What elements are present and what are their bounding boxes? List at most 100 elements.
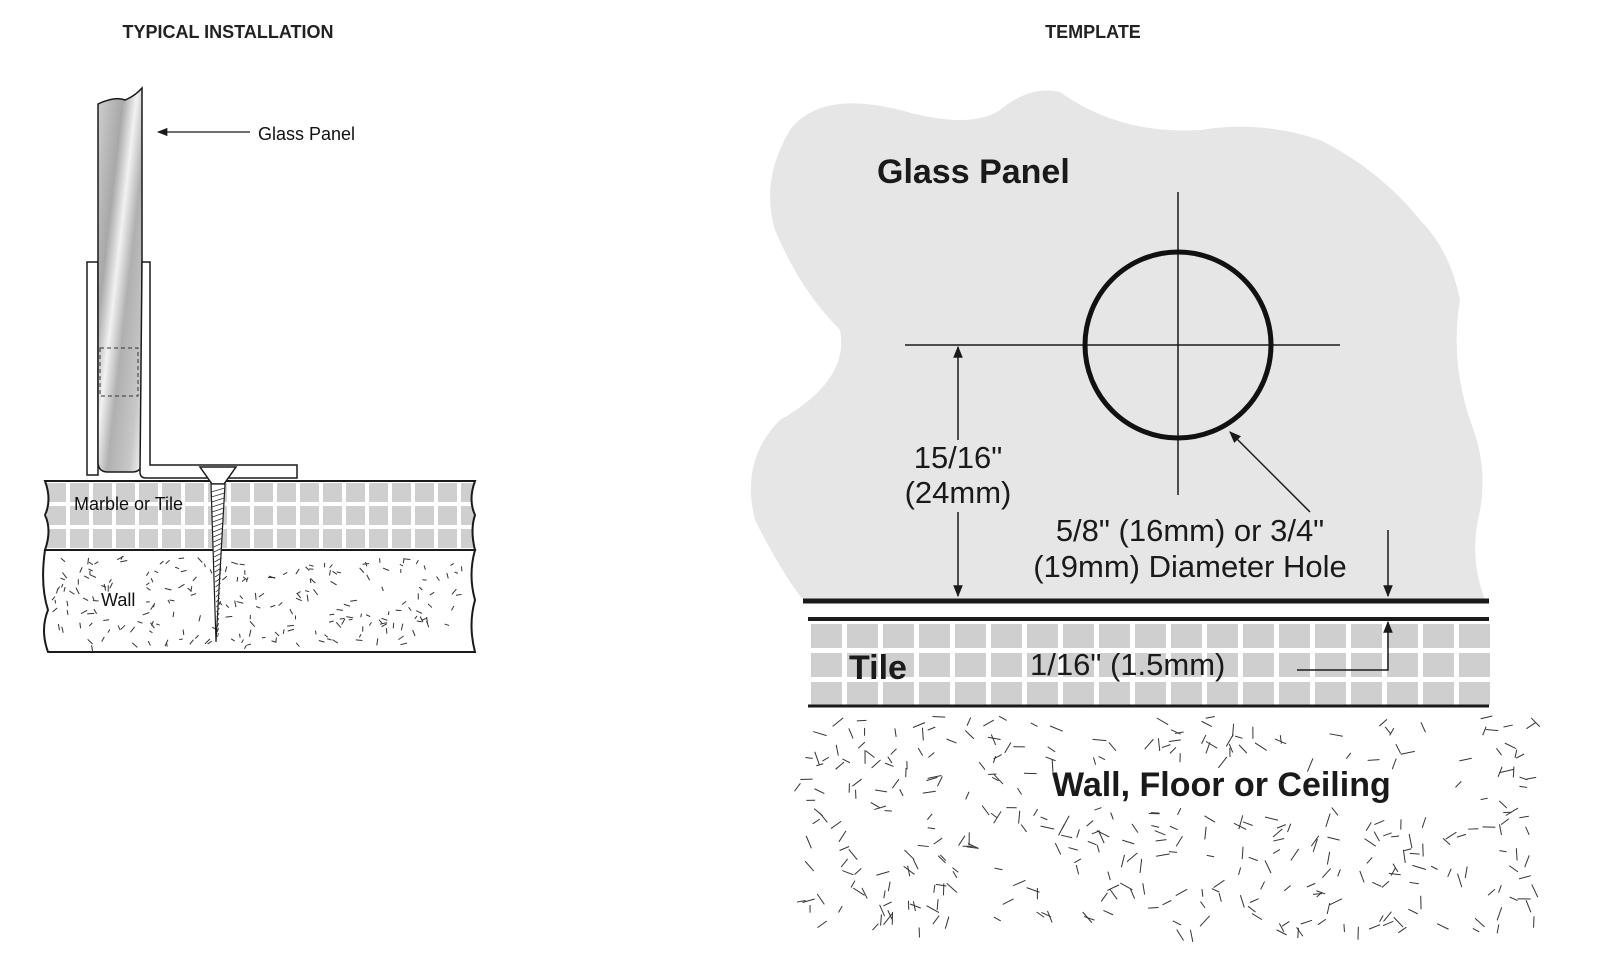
speckle-mark (204, 638, 211, 645)
speckle-mark (993, 916, 1001, 922)
speckle-mark (1412, 864, 1427, 871)
thread-mark (215, 592, 221, 598)
speckle-mark (1472, 927, 1480, 933)
screw-threads (211, 487, 225, 638)
speckle-mark (415, 610, 423, 614)
speckle-mark (966, 717, 972, 726)
speckle-mark (1378, 719, 1388, 727)
speckle-mark (241, 639, 244, 644)
speckle-mark (1012, 879, 1026, 887)
speckle-mark (1496, 924, 1500, 934)
speckle-mark (207, 640, 213, 645)
speckle-mark (66, 600, 69, 607)
speckle-mark (244, 644, 247, 650)
speckle-mark (1108, 742, 1117, 752)
speckle-mark (1168, 851, 1177, 853)
speckle-mark (991, 776, 999, 782)
speckle-mark (271, 640, 277, 643)
speckle-mark (917, 747, 924, 756)
speckle-mark (1276, 929, 1287, 936)
speckle-mark (1464, 866, 1468, 879)
speckle-mark (946, 882, 958, 893)
thread-mark (217, 627, 219, 633)
offset-dimension-inches: 15/16" (914, 440, 1003, 475)
speckle-mark (239, 595, 244, 600)
speckle-mark (1487, 889, 1496, 896)
speckle-mark (1512, 766, 1515, 778)
speckle-mark (1205, 716, 1215, 719)
speckle-mark (1157, 738, 1161, 752)
speckle-mark (399, 563, 404, 567)
speckle-mark (932, 915, 940, 925)
speckle-mark (852, 778, 862, 787)
speckle-mark (1047, 910, 1053, 923)
speckle-mark (796, 899, 806, 903)
speckle-mark (874, 805, 887, 811)
speckle-mark (1345, 752, 1352, 759)
speckle-mark (203, 563, 206, 568)
speckle-mark (1480, 797, 1488, 801)
speckle-mark (1526, 722, 1536, 730)
tile-title: Tile (849, 649, 907, 687)
speckle-mark (1189, 929, 1194, 942)
speckle-mark (83, 575, 90, 579)
speckle-mark (1442, 837, 1451, 846)
speckle-mark (103, 619, 110, 621)
speckle-mark (1457, 873, 1463, 888)
speckle-mark (238, 633, 241, 638)
speckle-mark (1225, 734, 1234, 747)
speckle-mark (865, 750, 875, 758)
thread-mark (212, 522, 224, 528)
speckle-mark (120, 560, 128, 563)
speckle-mark (805, 756, 813, 759)
speckle-mark (1296, 927, 1304, 937)
speckle-mark (1168, 739, 1181, 742)
speckle-mark (131, 642, 138, 648)
thread-mark (215, 582, 221, 588)
speckle-mark (842, 758, 851, 764)
speckle-mark (1120, 854, 1125, 868)
speckle-mark (1445, 831, 1457, 840)
speckle-mark (1316, 891, 1323, 898)
speckle-mark (336, 609, 343, 611)
speckle-mark (1131, 823, 1139, 833)
speckle-mark (75, 587, 80, 595)
speckle-mark (69, 590, 75, 595)
tile-section-right (808, 621, 1490, 705)
speckle-mark (1383, 911, 1392, 922)
speckle-mark (1430, 865, 1438, 870)
speckle-mark (1083, 916, 1095, 921)
speckle-mark (927, 827, 936, 830)
speckle-mark (236, 601, 244, 604)
speckle-mark (429, 591, 435, 596)
speckle-mark (812, 818, 821, 825)
speckle-mark (1047, 746, 1056, 753)
speckle-mark (1040, 825, 1055, 830)
speckle-mark (1110, 812, 1114, 820)
speckle-mark (234, 600, 237, 608)
speckle-mark (1496, 907, 1503, 921)
speckle-mark (93, 608, 98, 614)
speckle-mark (1086, 820, 1094, 827)
speckle-mark (1004, 742, 1012, 754)
speckle-mark (967, 843, 979, 849)
thread-mark (212, 512, 224, 518)
speckle-mark (146, 571, 150, 577)
speckle-mark (381, 623, 388, 628)
speckle-mark (1379, 915, 1384, 922)
speckle-mark (90, 574, 97, 578)
speckle-mark (894, 728, 897, 737)
speckle-mark (1122, 839, 1135, 845)
speckle-mark (880, 914, 882, 926)
speckle-mark (907, 865, 911, 877)
speckle-mark (1326, 851, 1331, 865)
speckle-mark (1211, 888, 1220, 893)
speckle-mark (87, 557, 90, 565)
speckle-mark (1272, 849, 1281, 854)
thread-mark (211, 497, 225, 503)
speckle-mark (318, 640, 325, 643)
thread-mark (212, 517, 224, 523)
speckle-mark (978, 761, 986, 770)
speckle-mark (1306, 882, 1316, 888)
speckle-mark (327, 638, 332, 641)
